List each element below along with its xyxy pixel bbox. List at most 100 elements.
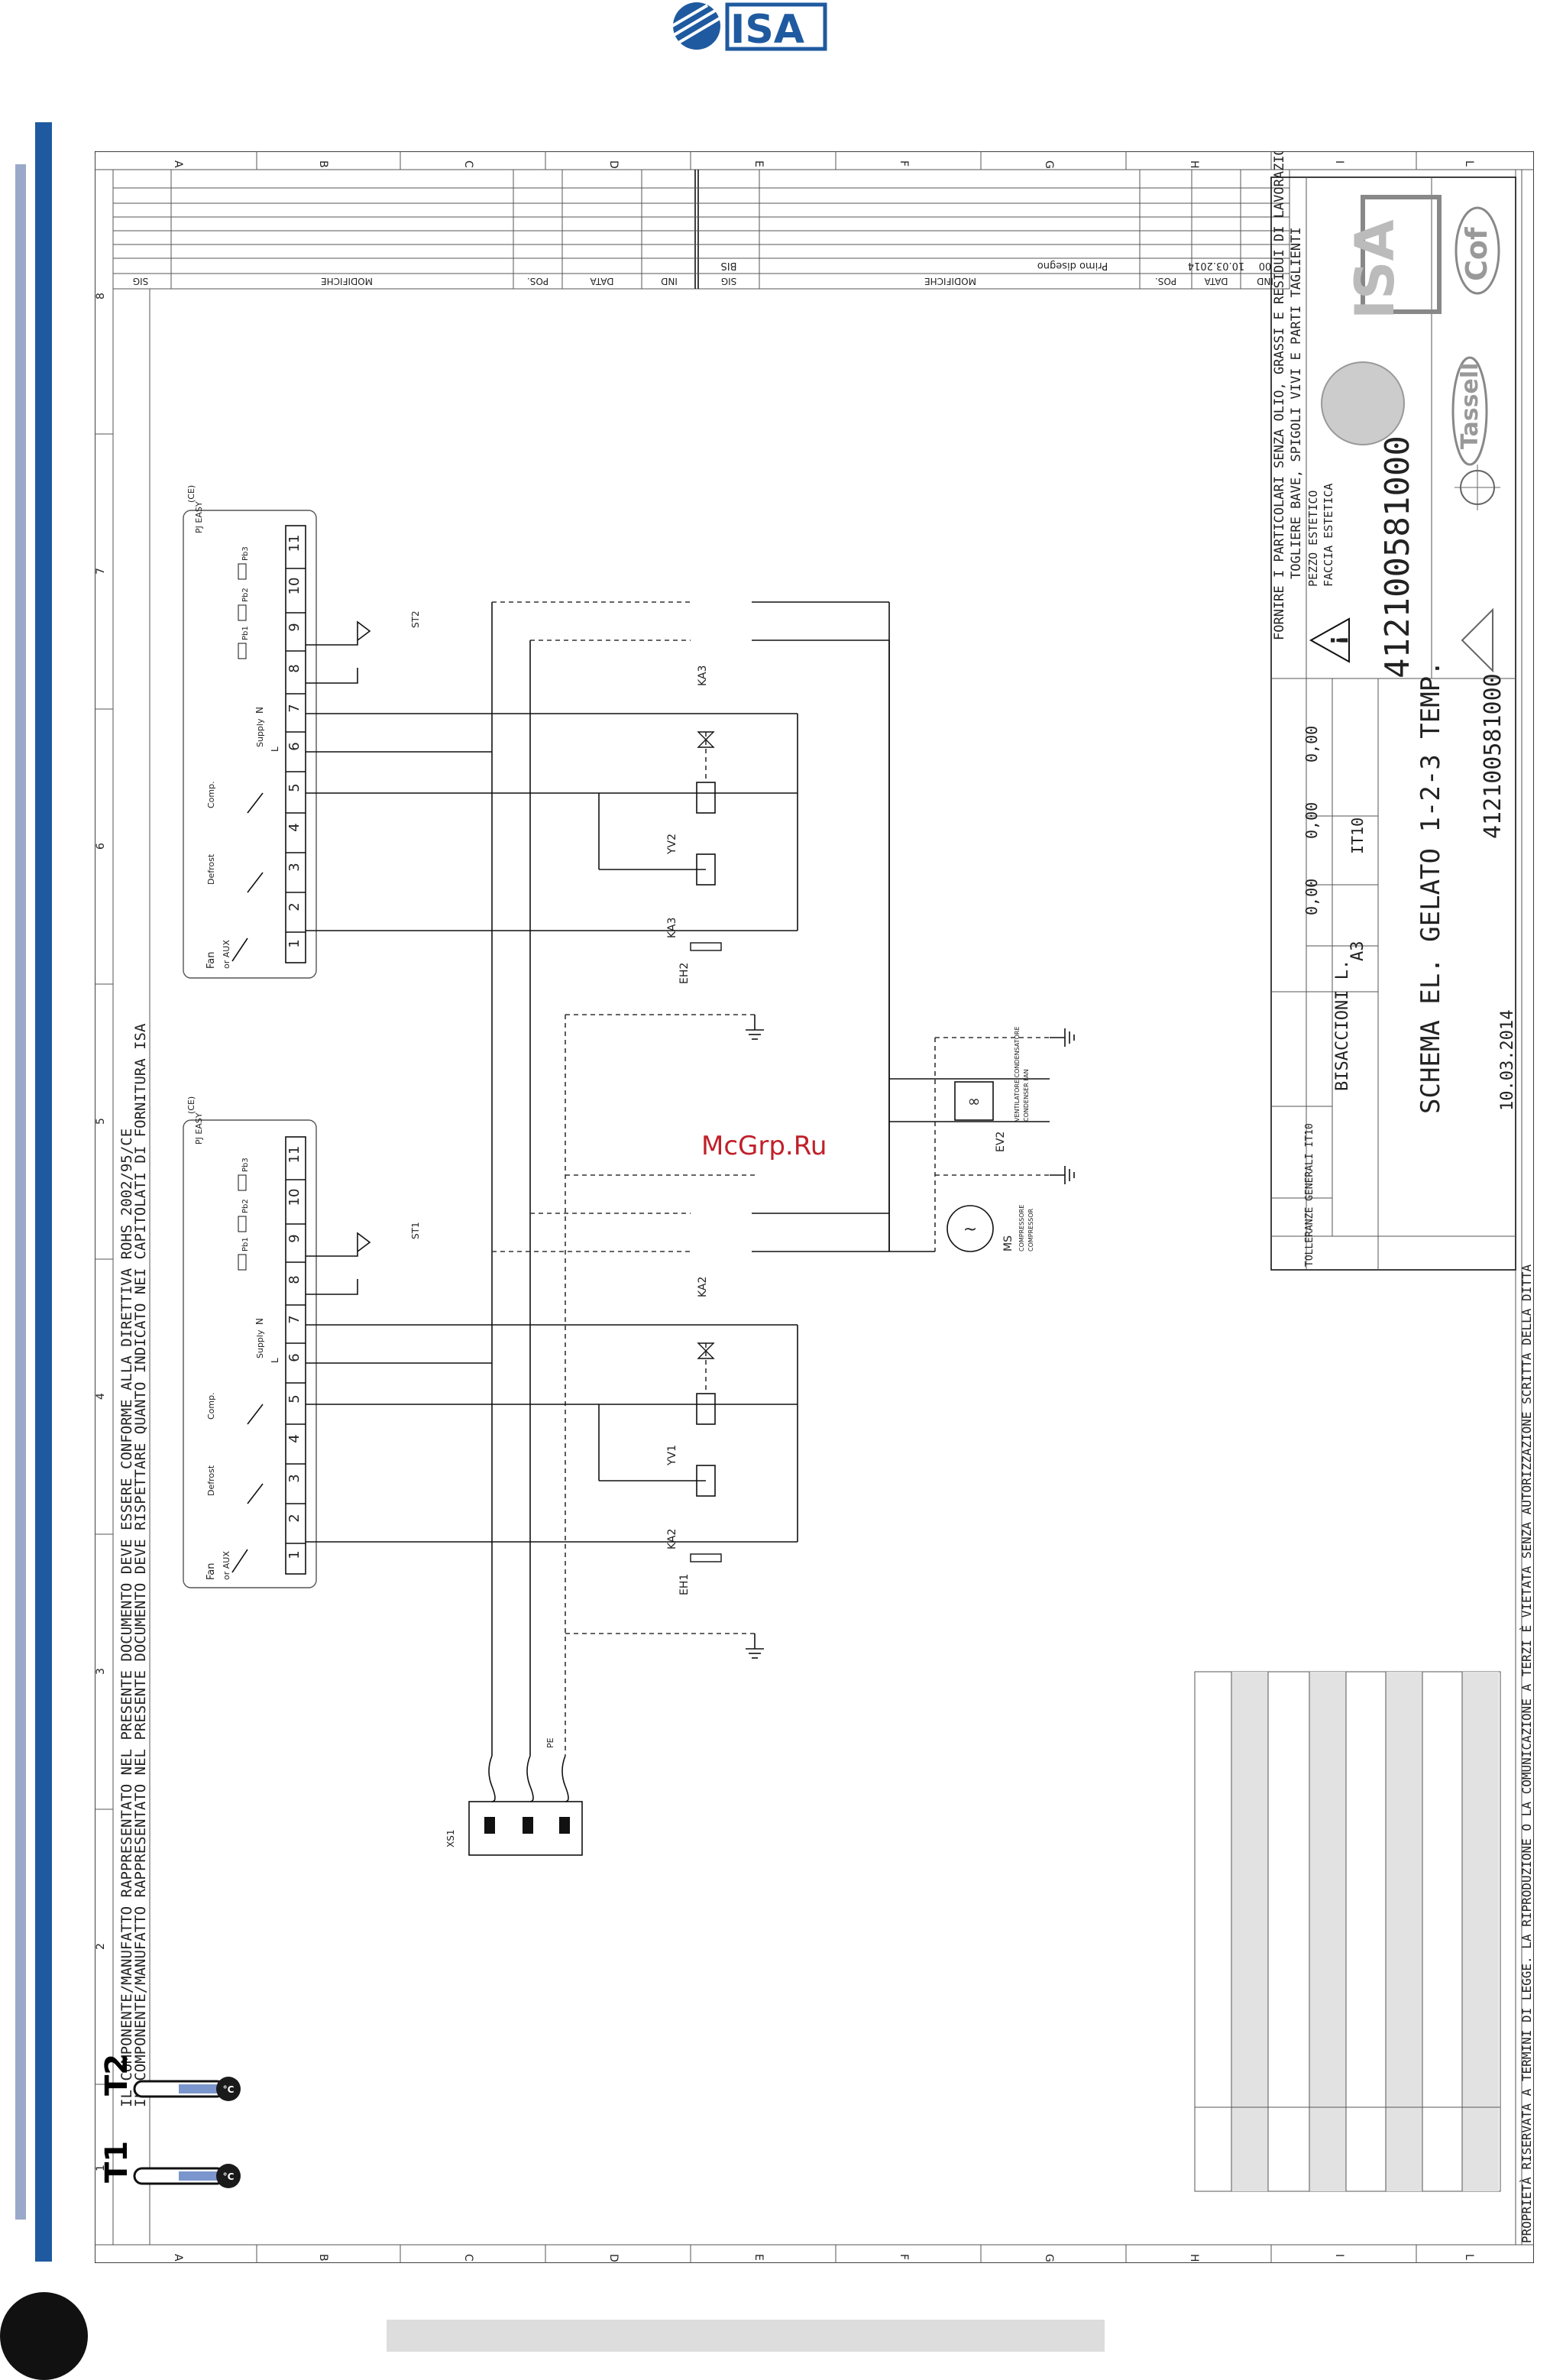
svg-text:MODIFICHE: MODIFICHE bbox=[924, 276, 976, 287]
svg-text:PJ EASY: PJ EASY bbox=[194, 501, 204, 533]
svg-text:B: B bbox=[317, 2254, 329, 2262]
svg-text:(CE): (CE) bbox=[186, 1096, 196, 1114]
svg-text:1: 1 bbox=[95, 2165, 107, 2171]
bom-table bbox=[1194, 1671, 1501, 2192]
probe-st2: ST2 bbox=[306, 610, 421, 684]
svg-text:L: L bbox=[1463, 2254, 1475, 2260]
svg-text:8: 8 bbox=[95, 293, 107, 300]
relay-ka2-coil: KA2 bbox=[666, 1465, 716, 1549]
tolerances-label: TOLLERANZE GENERALI IT10 bbox=[1304, 1123, 1315, 1267]
svg-text:A: A bbox=[172, 2254, 184, 2262]
side-accent-light bbox=[15, 164, 26, 2220]
svg-text:SIG: SIG bbox=[721, 276, 736, 287]
svg-text:COMPRESSOR: COMPRESSOR bbox=[1027, 1208, 1034, 1252]
svg-text:C: C bbox=[462, 2254, 474, 2262]
svg-text:or AUX: or AUX bbox=[222, 940, 231, 969]
svg-text:Pb3: Pb3 bbox=[241, 1158, 250, 1172]
svg-text:EV2: EV2 bbox=[995, 1132, 1007, 1152]
svg-text:°C: °C bbox=[223, 2084, 235, 2095]
svg-text:Fan: Fan bbox=[205, 952, 217, 970]
svg-text:H: H bbox=[1188, 160, 1200, 169]
isa-title-logo: ISA bbox=[1321, 195, 1442, 445]
svg-text:MODIFICHE: MODIFICHE bbox=[321, 276, 373, 287]
svg-text:IND: IND bbox=[661, 276, 678, 287]
t1-label: T1 bbox=[99, 2141, 134, 2183]
svg-text:11: 11 bbox=[286, 1146, 303, 1164]
compressor-ms: ~ MS COMPRESSORE COMPRESSOR bbox=[947, 1205, 1034, 1252]
title-block: ! FORNIRE I PARTICOLARI SENZA OLIO, GRAS… bbox=[1270, 151, 1517, 1271]
svg-text:°C: °C bbox=[223, 2171, 235, 2182]
svg-text:N: N bbox=[254, 1318, 265, 1325]
svg-text:Supply: Supply bbox=[255, 718, 265, 747]
warning-icon: ! bbox=[1309, 617, 1351, 663]
svg-text:Cof: Cof bbox=[1460, 227, 1493, 281]
svg-text:7: 7 bbox=[95, 568, 107, 575]
svg-text:N: N bbox=[254, 707, 265, 714]
svg-text:F: F bbox=[898, 160, 910, 167]
svg-text:POS.: POS. bbox=[527, 276, 548, 287]
drawing-sheet: A B C D E F G H I L A B C D E F G H I L bbox=[95, 151, 1534, 2263]
relay-ka3-coil: KA3 bbox=[666, 853, 716, 938]
svg-text:G: G bbox=[1043, 160, 1055, 169]
svg-text:8: 8 bbox=[286, 664, 303, 672]
svg-text:C: C bbox=[462, 160, 474, 168]
svg-text:L: L bbox=[270, 1358, 280, 1363]
compliance-text-1: IL COMPONENTE/MANUFATTO RAPPRESENTATO NE… bbox=[118, 1128, 135, 2107]
svg-text:KA2: KA2 bbox=[666, 1529, 678, 1549]
svg-text:G: G bbox=[1043, 2254, 1055, 2262]
svg-text:Defrost: Defrost bbox=[206, 1465, 216, 1496]
svg-text:∞: ∞ bbox=[968, 1092, 981, 1110]
svg-text:L: L bbox=[1463, 160, 1475, 167]
svg-text:POS.: POS. bbox=[1155, 276, 1176, 287]
drawing-title: SCHEMA EL. GELATO 1-2-3 TEMP. bbox=[1416, 660, 1446, 1114]
svg-text:IND: IND bbox=[1257, 276, 1273, 287]
spess: 0,00 bbox=[1302, 726, 1321, 763]
svg-text:8: 8 bbox=[286, 1275, 303, 1284]
drawing-date: 10.03.2014 bbox=[1498, 1010, 1517, 1111]
largh: 0,00 bbox=[1302, 802, 1321, 839]
brand-text: ISA bbox=[730, 7, 804, 53]
svg-text:SIG: SIG bbox=[133, 276, 148, 287]
svg-text:or AUX: or AUX bbox=[222, 1551, 231, 1580]
svg-text:PJ EASY: PJ EASY bbox=[194, 1112, 204, 1145]
svg-text:4: 4 bbox=[286, 823, 303, 831]
svg-text:E: E bbox=[752, 160, 765, 167]
svg-text:YV2: YV2 bbox=[666, 834, 678, 855]
heater-eh2: EH2 bbox=[678, 942, 722, 984]
designer: BISACCIONI L. bbox=[1333, 960, 1352, 1091]
svg-text:10: 10 bbox=[286, 1189, 303, 1206]
svg-text:B: B bbox=[317, 160, 329, 168]
svg-text:F: F bbox=[898, 2254, 910, 2260]
heater-eh1: EH1 bbox=[678, 1553, 722, 1595]
svg-text:2: 2 bbox=[95, 1943, 107, 1950]
svg-text:9: 9 bbox=[286, 623, 303, 631]
ka3-contact-label: KA3 bbox=[697, 665, 709, 686]
svg-text:9: 9 bbox=[286, 1234, 303, 1242]
column-letters-bottom: A B C D E F G H I L bbox=[95, 2244, 1534, 2263]
toll-gen: IT10 bbox=[1348, 818, 1367, 854]
svg-text:(CE): (CE) bbox=[186, 485, 196, 503]
probe-st1: ST1 bbox=[306, 1222, 421, 1295]
isa-logo: ISA bbox=[671, 2, 827, 53]
svg-text:Pb1: Pb1 bbox=[241, 626, 250, 640]
format: A3 bbox=[1348, 941, 1367, 962]
svg-text:XS1: XS1 bbox=[445, 1830, 456, 1847]
thermometer-icon: °C T2 bbox=[99, 2054, 241, 2101]
svg-text:~: ~ bbox=[963, 1220, 977, 1239]
svg-text:I: I bbox=[1333, 160, 1345, 164]
svg-text:2: 2 bbox=[286, 1514, 303, 1522]
svg-text:3: 3 bbox=[286, 1474, 303, 1482]
cof-logo: Cof bbox=[1455, 206, 1500, 295]
svg-text:ST2: ST2 bbox=[410, 610, 421, 628]
svg-text:Pb2: Pb2 bbox=[241, 1199, 250, 1213]
svg-text:D: D bbox=[607, 2254, 620, 2262]
isa-logo-icon bbox=[671, 2, 827, 51]
svg-text:E: E bbox=[752, 2254, 765, 2261]
svg-text:D: D bbox=[607, 160, 620, 169]
svg-text:BIS: BIS bbox=[720, 260, 736, 271]
svg-text:CONDENSER FAN: CONDENSER FAN bbox=[1023, 1069, 1030, 1122]
svg-text:5: 5 bbox=[286, 1394, 303, 1403]
svg-text:YV1: YV1 bbox=[666, 1445, 678, 1466]
svg-text:2: 2 bbox=[286, 902, 303, 911]
legal-text: PROPRIETÀ RISERVATA A TERMINI DI LEGGE. … bbox=[1519, 1264, 1534, 2243]
